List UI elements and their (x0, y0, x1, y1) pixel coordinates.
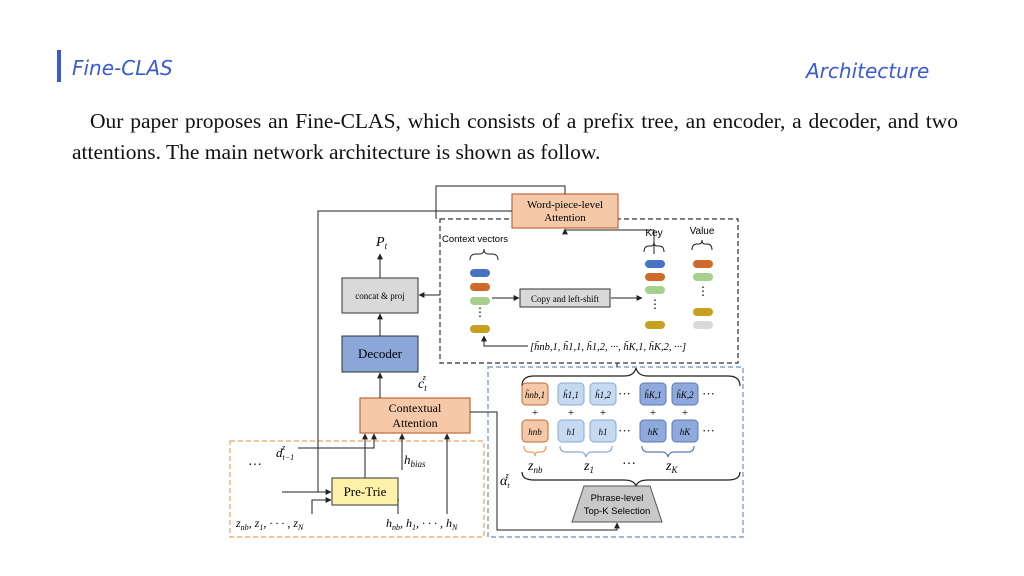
pretrie-box (331, 477, 399, 506)
value-vec-3 (693, 308, 713, 316)
h-nb-text: hnb (528, 427, 542, 437)
h-K1-text: h̃K,1 (644, 390, 661, 400)
context-vec-4 (470, 325, 490, 333)
h-12-cell (589, 382, 617, 406)
h-K2-cell (671, 382, 699, 406)
contextual-attention-label-2: Attention (392, 416, 437, 430)
row1-dots-a: ··· (618, 386, 631, 401)
copy-shift-box (519, 288, 611, 308)
context-vectors-label: Context vectors (442, 234, 508, 245)
contextual-attention-label-1: Contextual (389, 401, 442, 415)
decoder-box (341, 335, 419, 373)
z-dots: ··· (622, 457, 636, 472)
plus-3: + (600, 407, 606, 419)
phrase-topk-box (571, 485, 663, 523)
phrase-topk-label-2: Top-K Selection (584, 506, 651, 517)
value-label: Value (690, 226, 715, 237)
z-nb-label: znb (527, 459, 543, 475)
h-nb-cell (521, 419, 549, 443)
h-1a-cell (557, 419, 585, 443)
h-inputs-label: hnb, h1, · · · , hN (386, 516, 458, 532)
d-prev-label: dt−1z (276, 443, 294, 462)
phrase-top-brace (521, 367, 741, 387)
plus-4: + (650, 407, 656, 419)
hidden-sequence: [h̃nb,1, h̃1,1, h̃1,2, ···, h̃K,1, h̃K,2… (530, 340, 686, 353)
row2-dots-a: ··· (618, 423, 631, 438)
copy-shift-label: Copy and left-shift (531, 294, 599, 304)
brace-1 (559, 445, 613, 458)
value-vec-4 (693, 321, 713, 329)
pretrie-label: Pre-Trie (344, 484, 387, 499)
plus-1: + (532, 407, 538, 419)
title-accent-bar (57, 50, 61, 82)
h-nb1-text: h̃nb,1 (525, 390, 545, 400)
input-dots: ··· (248, 458, 262, 473)
phrase-region (487, 366, 744, 538)
z-inputs-label: znb, z1, · · · , zN (235, 516, 304, 532)
h-Ka-text: hK (648, 427, 660, 437)
phrase-bottom-brace (521, 471, 741, 488)
context-vdots: ⋮ (474, 305, 486, 319)
wordpiece-attention-label-1: Word-piece-level (527, 199, 603, 211)
architecture-svg: Word-piece-level Attention Context vecto… (229, 185, 744, 538)
hbias-label: hbias (404, 452, 426, 469)
architecture-diagram: Word-piece-level Attention Context vecto… (222, 180, 754, 545)
h-1b-text: h1 (599, 427, 608, 437)
pt-label: Pt (375, 235, 388, 251)
h-K1-cell (639, 382, 667, 406)
context-brace (469, 248, 499, 261)
key-vec-1 (645, 260, 665, 268)
alpha-label: αtz (500, 471, 510, 490)
concat-proj-label: concat & proj (355, 291, 404, 301)
decoder-label: Decoder (358, 346, 403, 361)
concat-proj-box (341, 277, 419, 314)
context-vec-2 (470, 283, 490, 291)
plus-2: + (568, 407, 574, 419)
ct-label: ctz (418, 373, 427, 393)
wordpiece-attention-box (511, 193, 619, 229)
row1-dots-b: ··· (702, 386, 715, 401)
plus-5: + (682, 407, 688, 419)
input-region (229, 440, 485, 538)
context-vec-3 (470, 297, 490, 305)
z-1-label: z1 (583, 459, 594, 475)
h-K2-text: h̃K,2 (676, 390, 694, 400)
z-K-label: zK (665, 459, 678, 475)
context-vec-1 (470, 269, 490, 277)
h-Ka-cell (639, 419, 667, 443)
h-12-text: h̃1,2 (595, 390, 611, 400)
contextual-attention-box (359, 397, 471, 434)
body-paragraph: Our paper proposes an Fine-CLAS, which c… (72, 109, 958, 164)
h-Kb-cell (671, 419, 699, 443)
key-vec-2 (645, 273, 665, 281)
key-vec-4 (645, 321, 665, 329)
h-1b-cell (589, 419, 617, 443)
value-vec-1 (693, 260, 713, 268)
phrase-topk-label-1: Phrase-level (591, 493, 644, 504)
key-vdots: ⋮ (649, 297, 661, 311)
h-11-cell (557, 382, 585, 406)
brace-nb (523, 445, 547, 457)
wordpiece-attention-label-2: Attention (544, 212, 586, 224)
value-brace (691, 239, 713, 251)
slide-title: Fine-CLAS (72, 56, 173, 80)
h-11-text: h̃1,1 (563, 390, 579, 400)
value-vdots: ⋮ (697, 284, 709, 298)
connectors (282, 185, 655, 531)
value-vec-2 (693, 273, 713, 281)
h-nb1-cell (521, 382, 549, 406)
row2-dots-b: ··· (702, 423, 715, 438)
h-1a-text: h1 (567, 427, 576, 437)
section-title: Architecture (806, 59, 930, 83)
brace-K (641, 445, 695, 458)
h-Kb-text: hK (680, 427, 692, 437)
key-vec-3 (645, 286, 665, 294)
